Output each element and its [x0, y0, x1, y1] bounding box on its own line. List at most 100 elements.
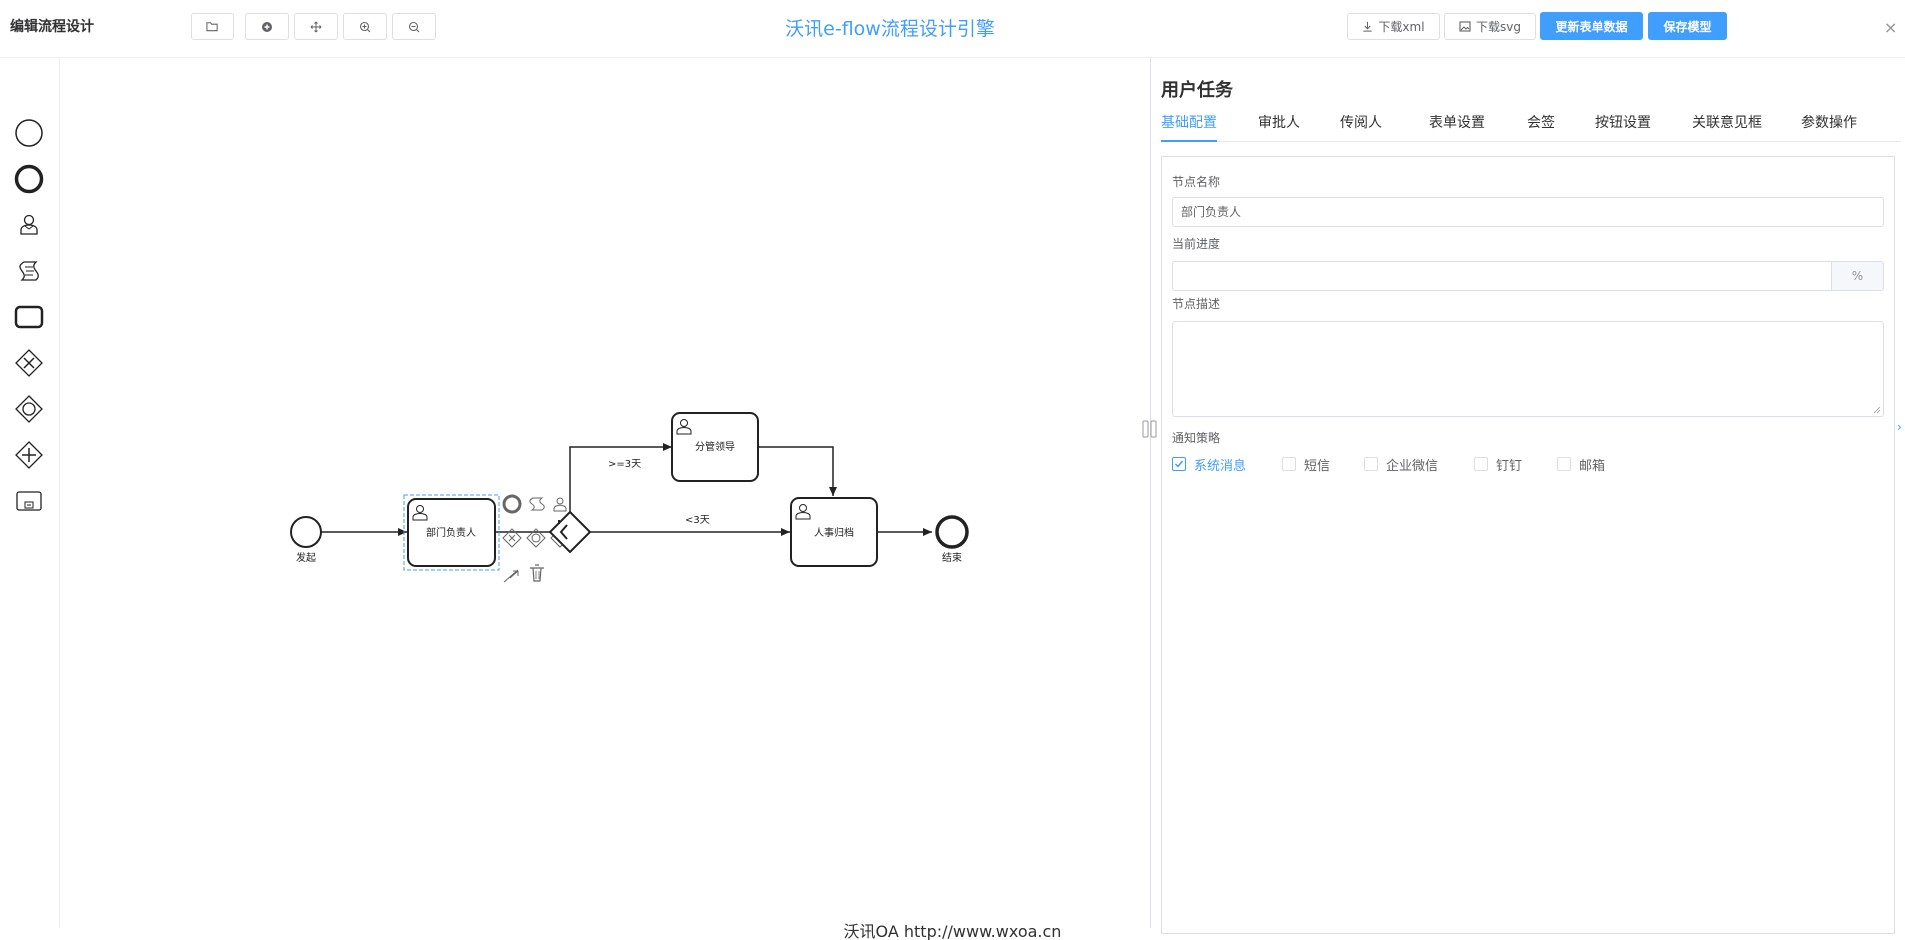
node-name-input[interactable]: 部门负责人	[1172, 197, 1884, 227]
page-title: 编辑流程设计	[10, 19, 94, 35]
exclusive-gateway[interactable]	[548, 510, 592, 554]
progress-input[interactable]	[1172, 261, 1832, 291]
update-form-button[interactable]: 更新表单数据	[1540, 12, 1643, 40]
exclusive-gateway-icon	[15, 349, 43, 377]
palette-inclusive-gateway[interactable]	[14, 394, 44, 424]
notify-wecom-label: 企业微信	[1386, 458, 1439, 474]
task-icon	[14, 305, 44, 329]
tab-form-settings[interactable]: 表单设置	[1429, 115, 1485, 131]
checkbox-icon	[1474, 457, 1488, 471]
folder-open-icon	[206, 22, 218, 32]
task-hr-label: 人事归档	[814, 526, 854, 539]
connect-arrow-icon[interactable]	[503, 569, 519, 583]
notify-sms[interactable]: 短信	[1282, 455, 1331, 474]
inclusive-gateway-icon	[15, 395, 43, 423]
checkbox-checked-icon	[1172, 457, 1186, 471]
progress-label: 当前进度	[1172, 237, 1221, 251]
palette-script-task[interactable]	[14, 256, 44, 286]
tab-button-settings[interactable]: 按钮设置	[1595, 115, 1651, 131]
tool-palette	[0, 58, 60, 928]
flow-label-lt3: <3天	[685, 515, 710, 526]
move-canvas-button[interactable]	[294, 13, 338, 40]
open-file-button[interactable]	[191, 13, 234, 40]
download-xml-button[interactable]: 下载xml	[1347, 13, 1440, 40]
notify-sms-label: 短信	[1304, 458, 1331, 474]
user-task-icon	[20, 214, 38, 235]
drag-handle-icon	[1142, 420, 1157, 438]
start-event-icon	[15, 119, 43, 147]
user-task-icon	[412, 505, 428, 521]
palette-parallel-gateway[interactable]	[14, 440, 44, 470]
tab-cc[interactable]: 传阅人	[1340, 115, 1382, 131]
checkbox-icon	[1557, 457, 1571, 471]
zoom-out-button[interactable]	[392, 13, 436, 40]
task-leader[interactable]: 分管领导	[671, 412, 759, 482]
context-exclusive-gateway-icon[interactable]	[502, 528, 522, 548]
download-svg-button[interactable]: 下载svg	[1444, 13, 1536, 40]
end-event-label: 结束	[942, 551, 962, 564]
bpmn-diagram[interactable]: >=3天 <3天 发起 部门负责人	[60, 58, 1150, 928]
palette-user-task[interactable]	[14, 210, 44, 240]
end-event-icon	[14, 164, 44, 194]
notify-system-message[interactable]: 系统消息	[1172, 455, 1247, 474]
context-inclusive-gateway-icon[interactable]	[526, 528, 546, 548]
trash-icon[interactable]	[530, 564, 544, 582]
user-task-icon	[795, 504, 811, 520]
download-svg-label: 下载svg	[1476, 20, 1521, 34]
tab-countersign[interactable]: 会签	[1527, 115, 1555, 131]
sub-process-collapsed-icon	[16, 491, 42, 511]
flow-label-ge3: >=3天	[608, 459, 641, 470]
end-event[interactable]	[935, 515, 969, 549]
splitter-handle[interactable]	[1142, 420, 1158, 438]
tab-opinion-box[interactable]: 关联意见框	[1692, 115, 1762, 131]
zoom-in-button[interactable]	[343, 13, 387, 40]
save-model-button[interactable]: 保存模型	[1648, 12, 1727, 40]
panel-collapse-arrow-icon[interactable]: ›	[1897, 420, 1902, 434]
download-icon	[1363, 21, 1373, 32]
zoom-out-icon	[408, 21, 420, 32]
selection-outline	[403, 494, 500, 571]
flow-leader-to-hr[interactable]	[758, 446, 837, 496]
palette-end-event[interactable]	[14, 164, 44, 194]
app-title: 沃讯e-flow流程设计引擎	[785, 18, 995, 40]
description-textarea[interactable]	[1172, 321, 1884, 417]
panel-splitter[interactable]	[1150, 58, 1151, 928]
start-event[interactable]	[290, 516, 322, 548]
download-xml-label: 下载xml	[1378, 20, 1425, 34]
script-task-icon	[19, 261, 39, 281]
context-script-task-icon[interactable]	[529, 497, 545, 511]
flow-ge3-days[interactable]	[569, 443, 672, 512]
tab-params[interactable]: 参数操作	[1801, 115, 1857, 131]
footer-watermark: 沃讯OA http://www.wxoa.cn	[843, 922, 1062, 940]
task-hr-archive[interactable]: 人事归档	[790, 497, 878, 567]
palette-start-event[interactable]	[14, 118, 44, 148]
add-button[interactable]	[245, 13, 289, 40]
image-icon	[1459, 21, 1471, 32]
context-user-task-icon[interactable]	[553, 497, 567, 512]
notify-dingtalk-label: 钉钉	[1496, 458, 1523, 474]
close-icon[interactable]: ×	[1884, 18, 1898, 37]
diagram-canvas[interactable]: >=3天 <3天 发起 部门负责人	[60, 58, 1150, 928]
basic-config-form: 节点名称 部门负责人 当前进度 % 节点描述 通知策略 系统消息 短信 企业微信…	[1161, 156, 1895, 934]
task-leader-label: 分管领导	[695, 440, 735, 453]
panel-title: 用户任务	[1161, 80, 1233, 101]
start-event-label: 发起	[296, 551, 316, 564]
notify-wecom[interactable]: 企业微信	[1364, 455, 1439, 474]
user-task-icon	[676, 419, 692, 435]
zoom-in-icon	[359, 21, 371, 32]
task-dept-head[interactable]: 部门负责人	[407, 498, 496, 567]
palette-task[interactable]	[14, 302, 44, 332]
notify-system-message-label: 系统消息	[1194, 458, 1247, 474]
properties-panel: 用户任务 基础配置 审批人 传阅人 表单设置 会签 按钮设置 关联意见框 参数操…	[1151, 58, 1905, 940]
resize-grip-icon[interactable]	[1873, 406, 1881, 414]
tab-approver[interactable]: 审批人	[1258, 115, 1300, 131]
context-end-event-icon[interactable]	[502, 494, 522, 514]
tab-basic-config[interactable]: 基础配置	[1161, 112, 1217, 142]
parallel-gateway-icon	[15, 441, 43, 469]
notify-dingtalk[interactable]: 钉钉	[1474, 455, 1523, 474]
palette-subprocess[interactable]	[14, 486, 44, 516]
header-bar: 编辑流程设计 沃讯e-flow流程设计引擎 下载xml 下载svg 更新表单数据…	[0, 0, 1905, 58]
notify-email[interactable]: 邮箱	[1557, 455, 1605, 474]
palette-exclusive-gateway[interactable]	[14, 348, 44, 378]
progress-suffix: %	[1831, 261, 1884, 291]
